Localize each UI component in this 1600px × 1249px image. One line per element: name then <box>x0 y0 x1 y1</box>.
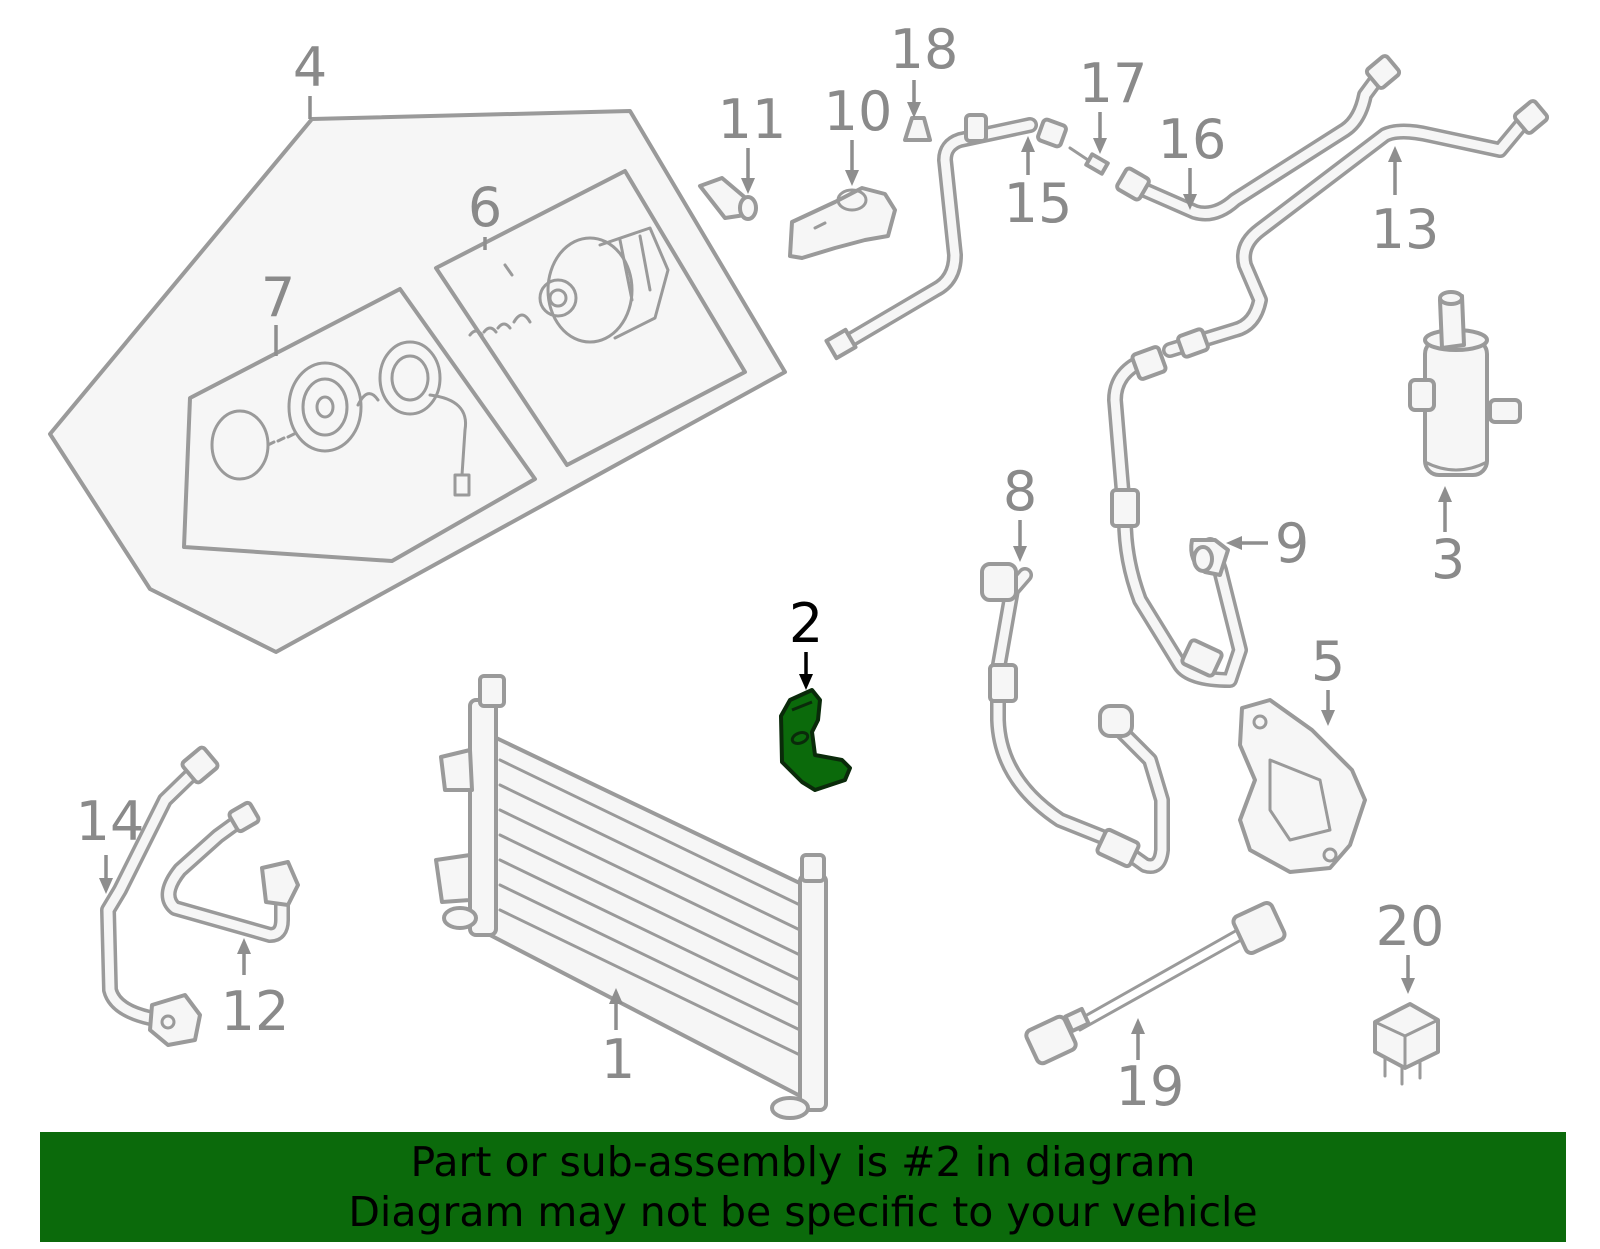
part-17-valve[interactable] <box>1068 146 1110 176</box>
callout-15: 15 <box>1004 172 1073 235</box>
part-18-cap[interactable] <box>903 116 932 142</box>
callout-14: 14 <box>76 790 145 853</box>
callout-labels: 1 2 3 4 5 6 7 8 9 10 11 12 13 14 15 16 1… <box>76 18 1466 1118</box>
callout-17: 17 <box>1079 52 1148 115</box>
callout-5: 5 <box>1311 630 1345 693</box>
part-15-hose[interactable] <box>824 113 1068 361</box>
part-10-bracket[interactable] <box>788 186 897 260</box>
callout-1: 1 <box>601 1028 635 1091</box>
part-8-hose[interactable] <box>980 562 1170 874</box>
part-5-plate[interactable] <box>1238 698 1367 874</box>
callout-19: 19 <box>1116 1055 1185 1118</box>
callout-8: 8 <box>1003 460 1037 523</box>
part-14-hose[interactable] <box>100 745 220 1047</box>
part-9-fitting[interactable] <box>1189 538 1230 577</box>
callout-4: 4 <box>293 36 327 99</box>
callout-20: 20 <box>1376 895 1445 958</box>
leader-lines <box>99 80 1452 1060</box>
callout-13: 13 <box>1371 198 1440 261</box>
callout-2: 2 <box>789 592 823 655</box>
banner-line-disclaimer: Diagram may not be specific to your vehi… <box>348 1188 1258 1236</box>
banner-line-part: Part or sub-assembly is #2 in diagram <box>410 1138 1196 1186</box>
part-19-harness[interactable] <box>1024 900 1287 1066</box>
callout-18: 18 <box>890 18 959 81</box>
part-2-bracket-highlighted[interactable] <box>779 688 852 792</box>
part-3-receiver-drier[interactable] <box>1408 290 1522 477</box>
callout-3: 3 <box>1431 528 1465 591</box>
part-4-compressor-assembly[interactable] <box>48 109 787 654</box>
callout-9: 9 <box>1275 512 1309 575</box>
part-1-condenser[interactable] <box>434 674 828 1120</box>
part-13-hose[interactable] <box>1162 99 1550 359</box>
part-12-hose[interactable] <box>160 800 300 943</box>
part-20-relay[interactable] <box>1373 1002 1440 1086</box>
callout-11: 11 <box>718 88 787 151</box>
part-16-hose[interactable] <box>1115 54 1402 222</box>
callout-10: 10 <box>824 80 893 143</box>
callout-7: 7 <box>261 266 295 329</box>
part-6-compressor[interactable] <box>434 169 747 467</box>
callout-16: 16 <box>1158 108 1227 171</box>
liquid-line-hose[interactable] <box>1107 345 1248 688</box>
part-11-pressure-switch[interactable] <box>698 176 758 221</box>
callout-12: 12 <box>221 980 290 1043</box>
info-banner: Part or sub-assembly is #2 in diagram Di… <box>40 1132 1566 1242</box>
part-7-clutch[interactable] <box>182 287 537 563</box>
callout-6: 6 <box>468 176 502 239</box>
